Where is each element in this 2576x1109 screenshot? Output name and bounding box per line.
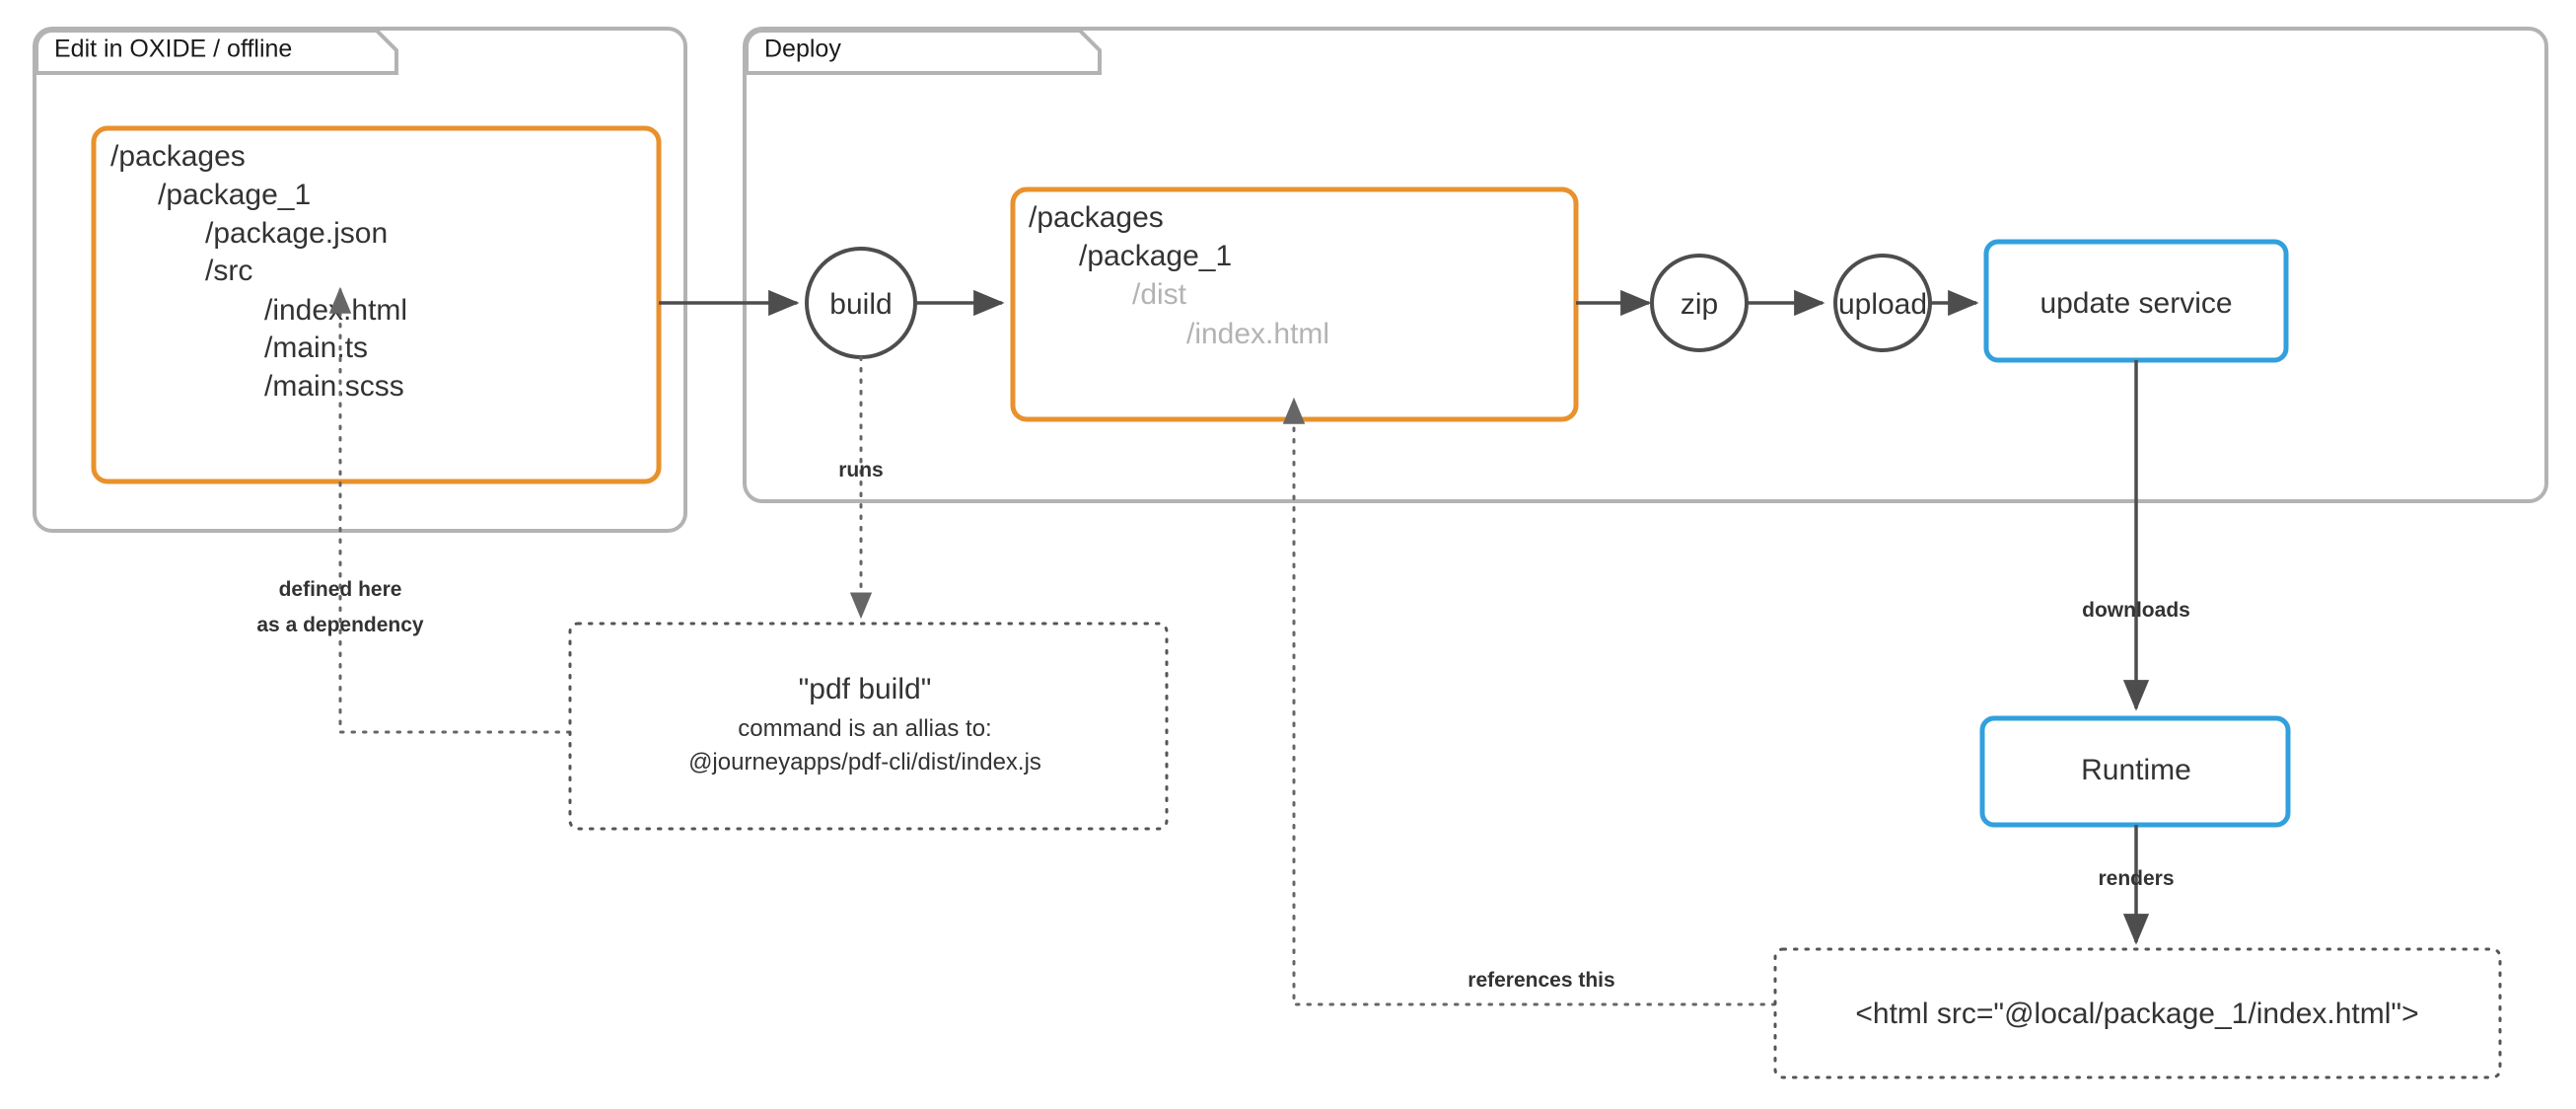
note-html-snippet-box	[1773, 947, 2502, 1079]
dist-tree-line-1: /package_1	[1079, 240, 1232, 272]
group-deploy-title: Deploy	[764, 36, 841, 63]
node-zip-label: zip	[1681, 288, 1718, 321]
source-tree-line-3: /src	[205, 255, 252, 287]
edge-label-runs: runs	[838, 459, 884, 481]
group-edit-tab	[35, 29, 398, 75]
node-build-label: build	[829, 288, 892, 321]
dist-tree-line-3: /index.html	[1186, 318, 1329, 350]
dist-tree-line-0: /packages	[1029, 201, 1164, 234]
edge-references-this: references this	[1282, 397, 1777, 1006]
edge-references-this-path	[1282, 397, 1777, 1006]
edge-label-defined-here-line2: as a dependency	[256, 614, 424, 636]
edge-update-service-to-runtime: downloads	[2082, 360, 2190, 711]
node-upload-label: upload	[1838, 288, 1927, 321]
group-edit-title: Edit in OXIDE / offline	[54, 36, 292, 63]
node-zip[interactable]: zip	[1650, 254, 1749, 352]
node-update-service[interactable]: update service	[1983, 239, 2289, 363]
note-pdf-build: "pdf build" command is an allias to: @jo…	[568, 622, 1169, 831]
source-tree-line-4: /index.html	[264, 294, 407, 327]
dist-tree-line-2: /dist	[1132, 278, 1187, 311]
node-upload[interactable]: upload	[1833, 254, 1932, 352]
source-tree-border	[91, 125, 662, 484]
source-package-tree-box: /packages /package_1 /package.json /src …	[91, 125, 662, 484]
note-pdf-build-box	[568, 622, 1169, 831]
node-runtime-label: Runtime	[2081, 754, 2191, 786]
note-pdf-build-line2: command is an allias to:	[738, 715, 991, 742]
source-tree-line-2: /package.json	[205, 217, 388, 250]
node-runtime[interactable]: Runtime	[1979, 715, 2291, 828]
node-build[interactable]: build	[805, 247, 917, 359]
source-tree-line-6: /main.scss	[264, 370, 404, 403]
note-html-snippet: <html src="@local/package_1/index.html">	[1773, 947, 2502, 1079]
dist-package-tree-box: /packages /package_1 /dist /index.html	[1010, 186, 1579, 422]
edge-label-renders: renders	[2098, 867, 2174, 890]
source-tree-line-0: /packages	[110, 140, 246, 173]
group-deploy-tab	[745, 29, 1102, 75]
source-tree-line-5: /main.ts	[264, 332, 368, 364]
edge-label-defined-here-line1: defined here	[279, 578, 402, 601]
note-html-snippet-text: <html src="@local/package_1/index.html">	[1855, 998, 2418, 1030]
edge-label-references-this: references this	[1467, 969, 1614, 992]
source-tree-line-1: /package_1	[158, 179, 311, 211]
edge-build-runs-pdf-build: runs	[838, 355, 884, 620]
edge-defined-here-path	[328, 286, 572, 734]
edge-defined-here-as-dependency: defined here as a dependency	[256, 286, 572, 734]
edge-runtime-to-html-snippet: renders	[2098, 825, 2175, 945]
node-update-service-label: update service	[2039, 287, 2232, 320]
note-pdf-build-line3: @journeyapps/pdf-cli/dist/index.js	[688, 749, 1041, 776]
note-pdf-build-title: "pdf build"	[799, 673, 932, 705]
edge-label-downloads: downloads	[2082, 599, 2190, 622]
